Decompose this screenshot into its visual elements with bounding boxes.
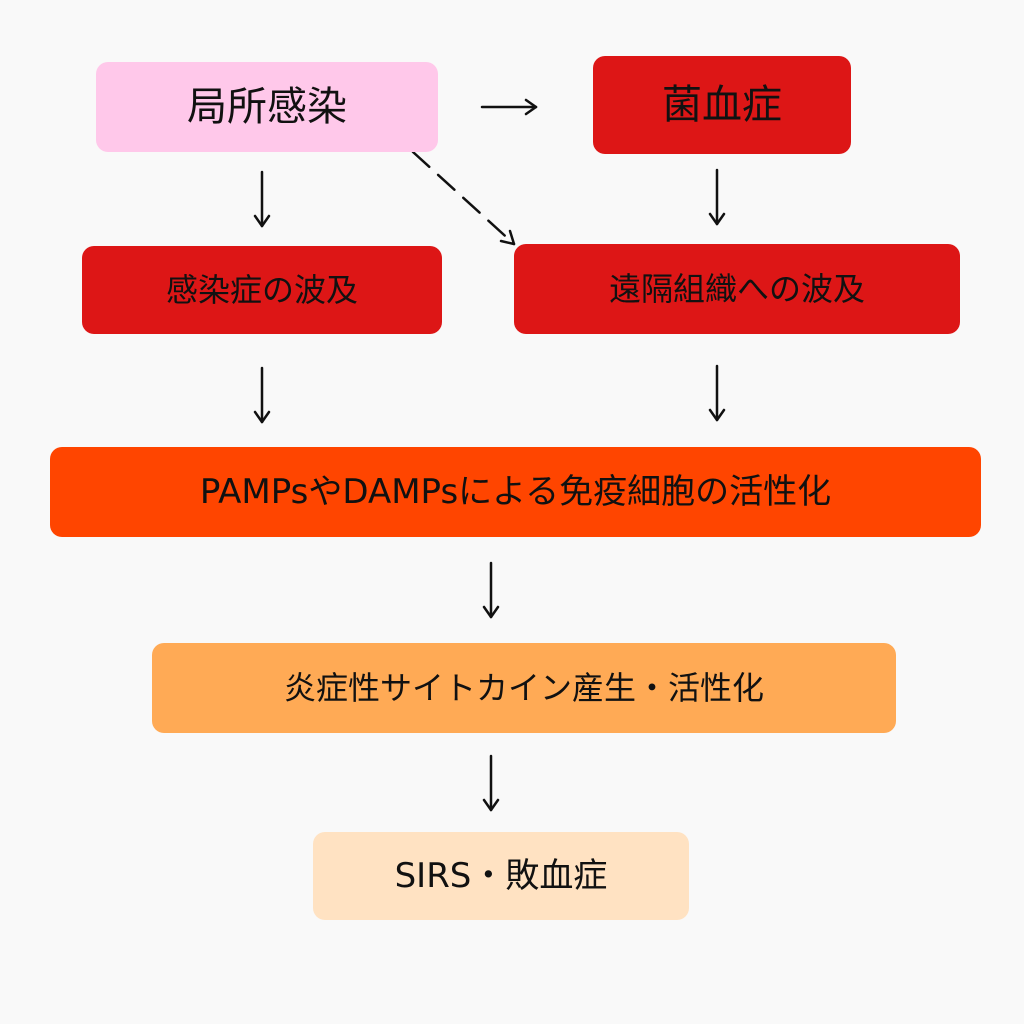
spread-distant-label: 遠隔組織への波及 xyxy=(608,270,865,308)
spread-distant-box: 遠隔組織への波及 xyxy=(514,244,960,334)
arrow-spread-distant-to-immune xyxy=(708,364,726,422)
sirs-sepsis-label: SIRS・敗血症 xyxy=(394,856,608,896)
arrow-local-to-bacteremia xyxy=(480,98,538,116)
cytokine-label: 炎症性サイトカイン産生・活性化 xyxy=(283,669,764,707)
arrow-local-to-spread-infection xyxy=(253,170,271,228)
local-infection-label: 局所感染 xyxy=(187,84,347,130)
arrow-bacteremia-to-spread-distant xyxy=(708,168,726,226)
local-infection-box: 局所感染 xyxy=(96,62,438,152)
spread-infection-label: 感染症の波及 xyxy=(165,271,358,309)
spread-infection-box: 感染症の波及 xyxy=(82,246,442,334)
bacteremia-box: 菌血症 xyxy=(593,56,851,154)
bacteremia-label: 菌血症 xyxy=(662,82,782,128)
arrow-cytokine-to-sirs xyxy=(482,754,500,812)
sirs-sepsis-box: SIRS・敗血症 xyxy=(313,832,689,920)
cytokine-box: 炎症性サイトカイン産生・活性化 xyxy=(152,643,896,733)
immune-activation-label: PAMPsやDAMPsによる免疫細胞の活性化 xyxy=(199,472,832,512)
arrow-spread-infection-to-immune xyxy=(253,366,271,424)
arrow-immune-to-cytokine xyxy=(482,561,500,619)
immune-activation-box: PAMPsやDAMPsによる免疫細胞の活性化 xyxy=(50,447,981,537)
arrow-local-to-spread-distant-dashed xyxy=(411,150,516,246)
